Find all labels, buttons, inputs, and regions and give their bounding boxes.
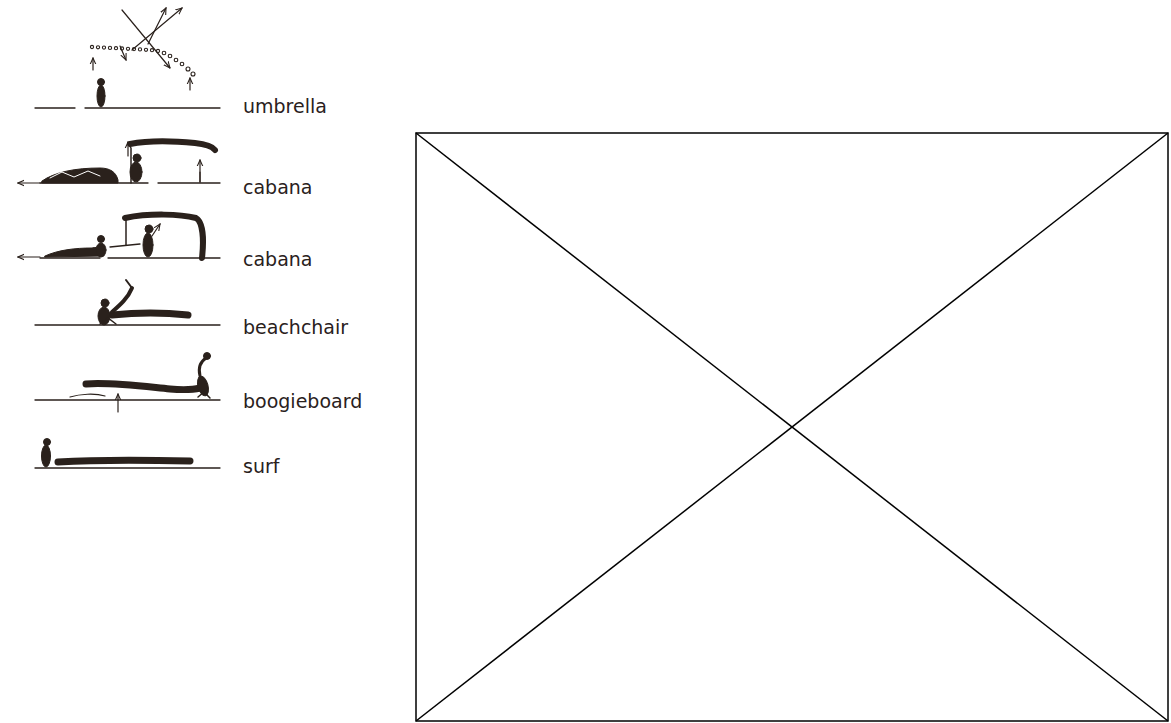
umbrella-sketch-stroke	[92, 58, 93, 70]
umbrella-sketch-stroke	[132, 8, 182, 50]
cabana-sketch-stroke	[143, 233, 153, 257]
cabana-sketch-stroke	[98, 236, 105, 243]
umbrella-sketch-stroke-stroke	[150, 49, 153, 52]
boogieboard-sketch	[35, 353, 220, 413]
cabana-sketch-stroke	[45, 247, 104, 257]
surf-sketch-stroke	[35, 467, 220, 468]
umbrella-sketch-stroke	[120, 46, 126, 60]
sketch-label: beachchair	[243, 316, 348, 339]
umbrella-sketch-stroke-stroke	[90, 45, 93, 48]
umbrella-sketch-stroke-stroke	[126, 47, 129, 50]
umbrella-sketch-stroke-stroke	[174, 58, 178, 62]
boogieboard-sketch-stroke	[35, 399, 220, 400]
boogieboard-sketch-stroke	[198, 392, 210, 398]
cabana-sketch	[18, 141, 220, 183]
umbrella-sketch-stroke-stroke	[138, 48, 141, 51]
umbrella-sketch-stroke	[85, 107, 220, 108]
beachchair-sketch-stroke	[101, 299, 109, 307]
cabana-sketch-stroke	[50, 171, 100, 178]
umbrella-sketch-stroke	[98, 79, 105, 86]
boogieboard-sketch-stroke	[70, 394, 105, 397]
cabana-sketch-stroke	[127, 142, 128, 156]
boogieboard-sketch-stroke	[204, 353, 211, 360]
beachchair-sketch-stroke	[112, 313, 188, 315]
surf-sketch	[35, 439, 220, 469]
umbrella-sketch-stroke-stroke	[191, 72, 195, 76]
surf-sketch-stroke	[42, 445, 51, 467]
umbrella-sketch-stroke-stroke	[144, 48, 147, 51]
sketch-label: surf	[243, 455, 279, 478]
umbrella-sketch-stroke	[35, 107, 75, 108]
surf-sketch-stroke	[58, 460, 190, 462]
image-placeholder-stroke	[416, 133, 1168, 721]
umbrella-sketch-stroke-stroke	[102, 46, 105, 49]
image-placeholder-stroke	[416, 133, 1168, 721]
image-placeholder	[416, 133, 1168, 721]
cabana-sketch-stroke	[133, 154, 141, 162]
cabana-sketch-stroke	[110, 244, 140, 247]
beachchair-sketch-stroke	[100, 318, 116, 324]
sketch-label: cabana	[243, 248, 312, 271]
umbrella-sketch-stroke-stroke	[162, 51, 166, 55]
cabana-sketch-stroke	[158, 182, 220, 183]
boogieboard-sketch-stroke	[199, 358, 206, 376]
cabana-sketch-stroke	[145, 225, 153, 233]
cabana-sketch-stroke	[130, 162, 142, 182]
cabana-sketch-stroke	[130, 141, 215, 150]
boogieboard-sketch-stroke	[117, 394, 118, 412]
umbrella-sketch-stroke-stroke	[108, 46, 111, 49]
beachchair-sketch-stroke	[35, 324, 220, 325]
umbrella-sketch-stroke-stroke	[114, 47, 117, 50]
cabana-sketch-stroke	[152, 224, 160, 236]
umbrella-sketch	[35, 8, 220, 108]
umbrella-sketch-stroke	[97, 85, 105, 107]
beachchair-sketch	[35, 280, 220, 325]
cabana-sketch-stroke	[18, 256, 40, 257]
cabana-sketch-stroke	[42, 168, 118, 183]
cabana-sketch	[18, 215, 220, 258]
cabana-sketch-stroke	[125, 218, 127, 245]
beachchair-sketch-stroke	[112, 288, 132, 312]
umbrella-sketch-stroke-stroke	[186, 67, 190, 71]
cabana-sketch-stroke	[125, 215, 203, 258]
cabana-sketch-stroke	[18, 182, 40, 183]
beachchair-sketch-stroke	[98, 307, 110, 325]
sketch-label: umbrella	[243, 95, 327, 118]
umbrella-sketch-stroke-stroke	[96, 46, 99, 49]
sketch-label: boogieboard	[243, 390, 362, 413]
umbrella-sketch-stroke	[90, 45, 195, 76]
cabana-sketch-stroke	[40, 257, 100, 258]
umbrella-sketch-stroke	[189, 78, 190, 90]
umbrella-sketch-stroke	[148, 8, 166, 44]
cabana-sketch-stroke	[199, 160, 200, 182]
umbrella-sketch-stroke-stroke	[168, 54, 172, 58]
beachchair-sketch-stroke	[126, 280, 132, 288]
sketch-label: cabana	[243, 176, 312, 199]
surf-sketch-stroke	[44, 439, 51, 446]
cabana-sketch-stroke	[199, 172, 200, 182]
cabana-sketch-stroke	[96, 243, 106, 257]
image-placeholder-stroke	[416, 133, 1168, 721]
boogieboard-sketch-stroke	[86, 383, 200, 389]
umbrella-sketch-stroke-stroke	[180, 62, 184, 66]
